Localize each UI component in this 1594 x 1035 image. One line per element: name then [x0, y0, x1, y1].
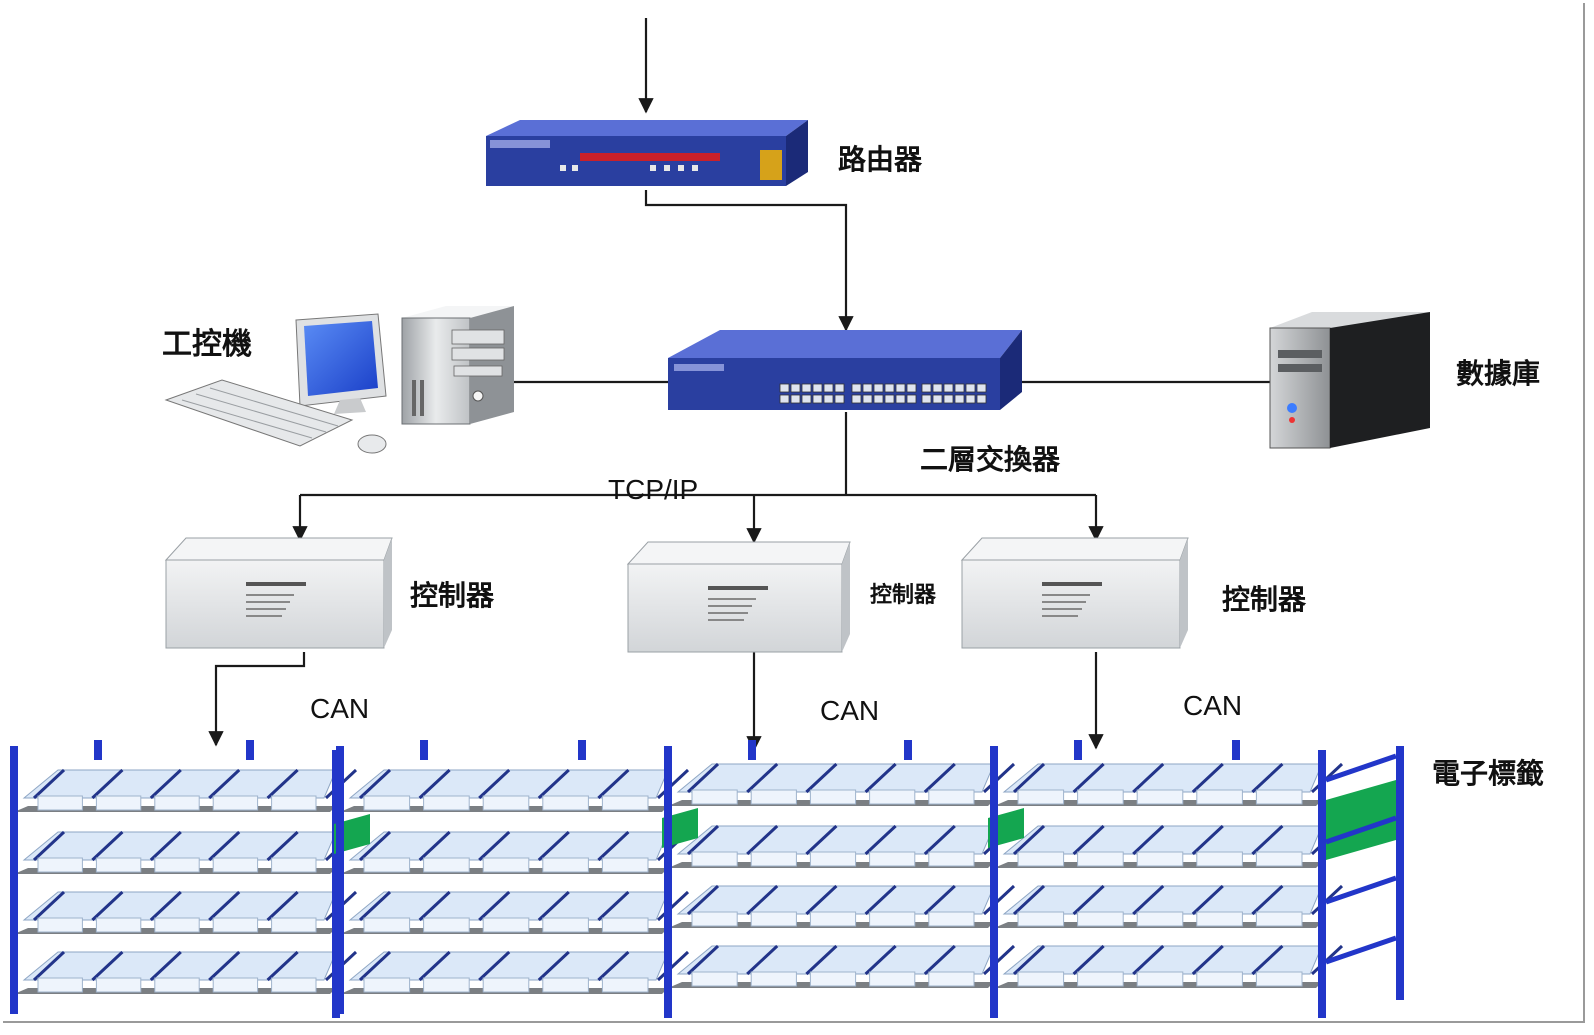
- controller-box-2: [626, 541, 851, 653]
- tcp-ip-label: TCP/IP: [608, 474, 699, 505]
- image-frame: [3, 3, 1585, 1023]
- shelf-rack: [10, 740, 1404, 1018]
- can-label-3: CAN: [1183, 690, 1243, 721]
- controller-label-1: 控制器: [410, 579, 495, 612]
- controller-icons: [164, 537, 1189, 653]
- industrial-pc-icon: [164, 306, 514, 454]
- database-server-icon: [1269, 312, 1430, 449]
- can-label-2: CAN: [820, 695, 880, 726]
- ipc-label: 工控機: [162, 327, 252, 362]
- can-label-1: CAN: [310, 693, 370, 724]
- controller-label-3: 控制器: [1222, 583, 1307, 616]
- controller-label-2: 控制器: [870, 583, 937, 608]
- database-label: 數據庫: [1456, 357, 1541, 390]
- controller-box-1: [164, 537, 393, 649]
- router-to-switch-link: [644, 190, 854, 332]
- switch-label: 二層交換器: [920, 443, 1061, 476]
- electronic-tag-label: 電子標籤: [1432, 757, 1545, 790]
- router-icon: [486, 120, 808, 186]
- router-label: 路由器: [838, 143, 923, 176]
- can-link-1: [208, 652, 306, 747]
- connection-lines: [208, 18, 1270, 752]
- controller-box-3: [960, 537, 1189, 649]
- switch-icon: [668, 330, 1022, 410]
